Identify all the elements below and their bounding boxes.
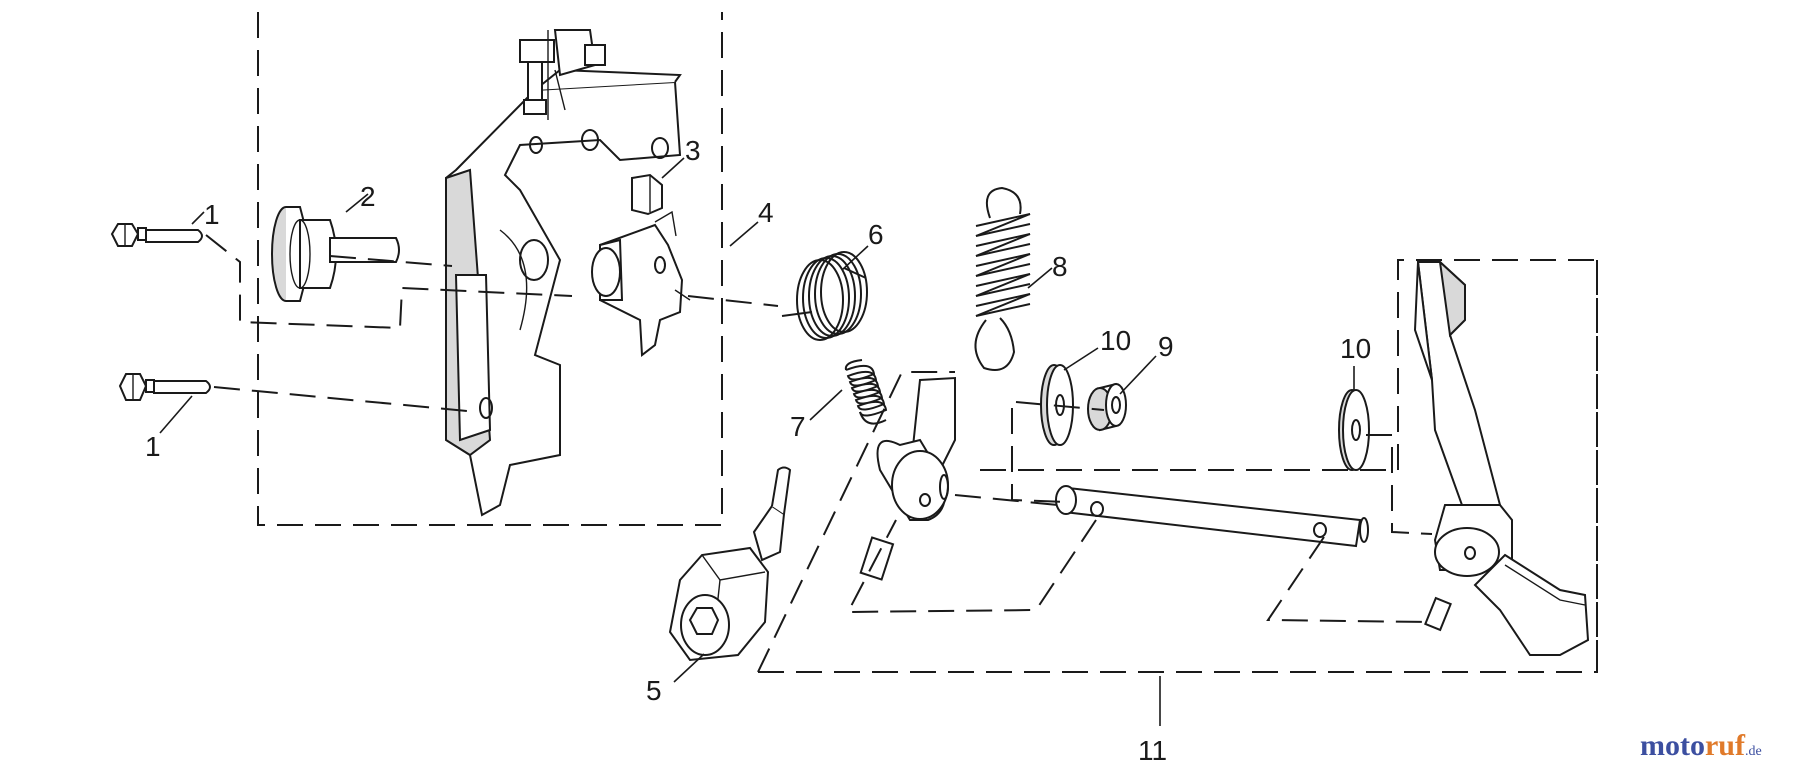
callout-8: 8 (1052, 251, 1068, 282)
lever-shaft-assembly-part-11 (859, 259, 1590, 656)
assembly-axis-lines (205, 234, 1598, 672)
svg-text:motoruf.de: motoruf.de (1640, 729, 1762, 762)
adjuster-knob-part-5 (668, 466, 792, 662)
bushing-part-2 (271, 206, 400, 302)
callout-3: 3 (685, 135, 701, 166)
spacer-part-9 (1087, 382, 1127, 432)
callout-1-upper: 1 (204, 199, 220, 230)
logo-suffix: .de (1745, 744, 1762, 759)
callout-11: 11 (1138, 735, 1167, 766)
torsion-spring-part-6 (781, 251, 868, 341)
bolt-part-1-upper (110, 223, 203, 247)
extension-spring-part-8 (974, 186, 1031, 371)
bolt-part-1-lower (118, 373, 211, 401)
callout-5: 5 (646, 675, 662, 706)
washer-part-10-right (1338, 389, 1370, 471)
assembly-box-11 (757, 259, 1598, 673)
assembly-box-4 (257, 12, 723, 526)
callout-10-right: 10 (1340, 333, 1371, 364)
callout-7: 7 (790, 411, 806, 442)
motoruf-logo: motoruf.de (1640, 729, 1762, 762)
callout-9: 9 (1158, 331, 1174, 362)
callout-1-lower: 1 (145, 431, 161, 462)
callout-6: 6 (868, 219, 884, 250)
bracket-plate-part-4 (445, 29, 691, 517)
compression-spring-part-7 (844, 359, 888, 425)
logo-part-2: ruf (1705, 729, 1746, 762)
nut-part-3 (631, 173, 663, 216)
callout-leader-lines (159, 157, 1355, 726)
logo-part-1: moto (1640, 729, 1705, 762)
callout-4: 4 (758, 197, 774, 228)
callout-10-left: 10 (1100, 325, 1131, 356)
callout-2: 2 (360, 181, 376, 212)
